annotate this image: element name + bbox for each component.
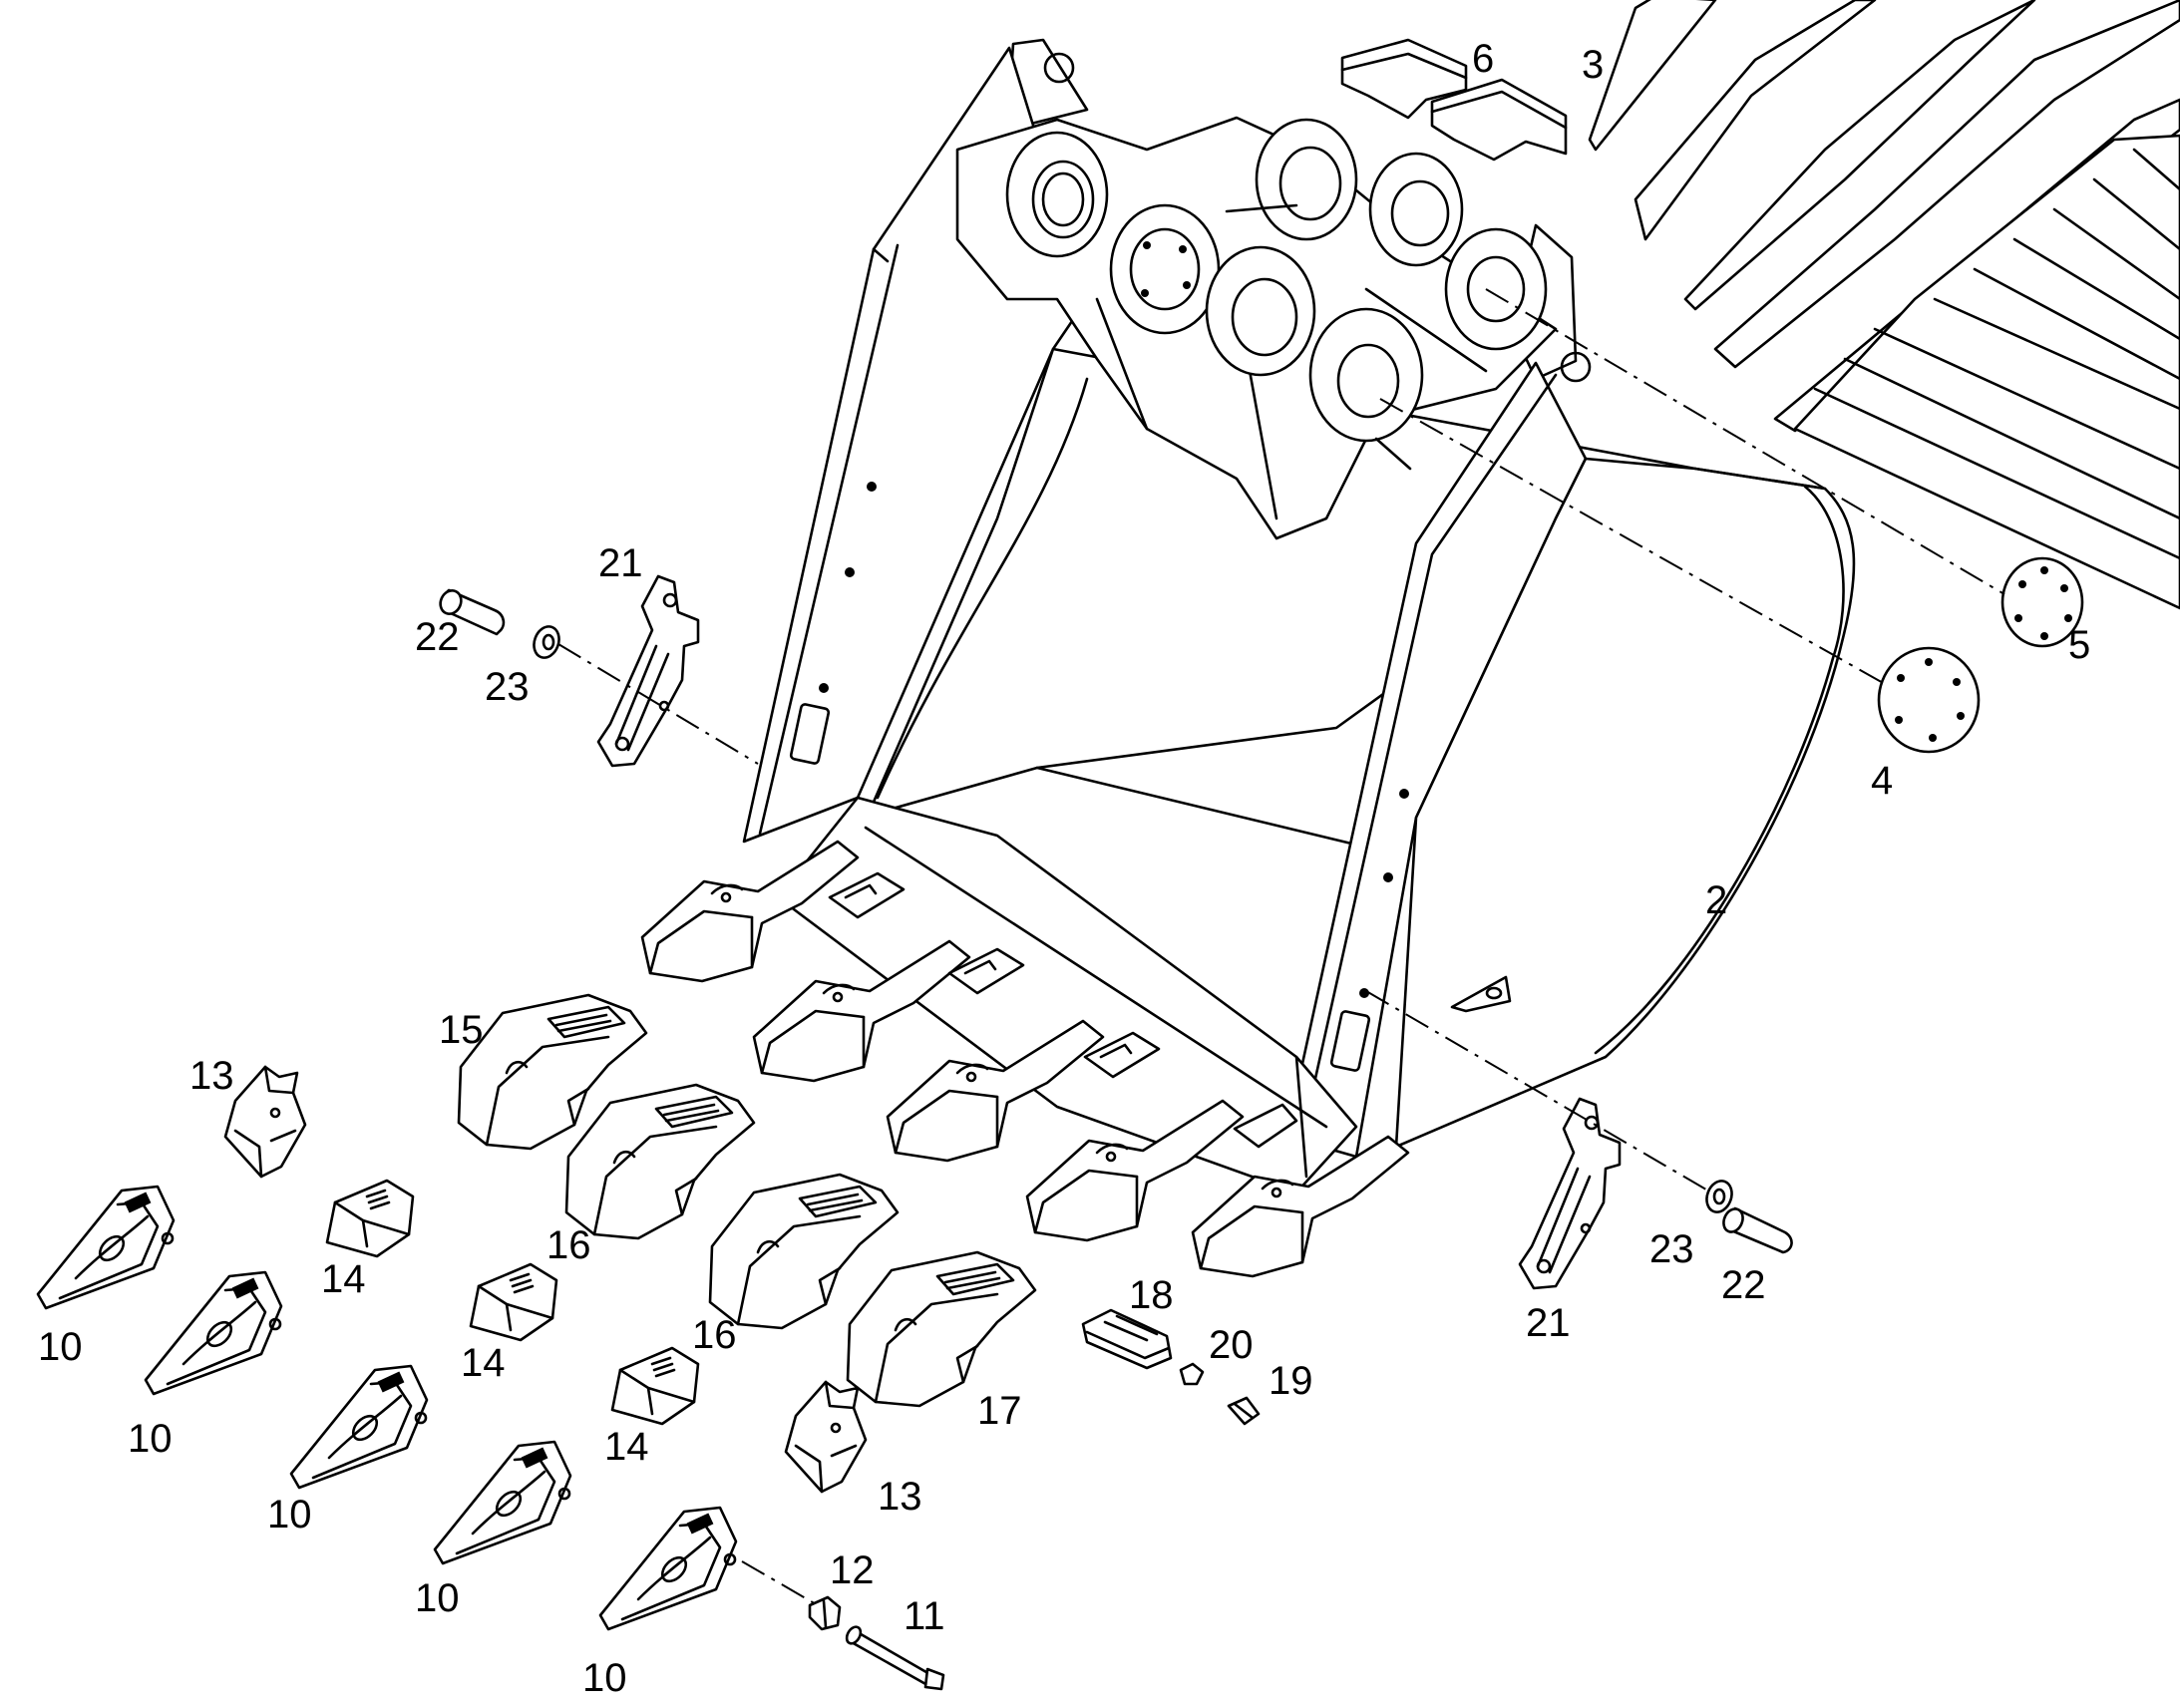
side-plate-21-left (596, 574, 700, 768)
callout-21-a: 21 (598, 541, 643, 585)
callout-14-b: 14 (461, 1341, 506, 1385)
side-plate-21-right (1518, 1097, 1622, 1290)
wear-cap-14a (325, 1179, 415, 1258)
callout-10-b: 10 (128, 1417, 173, 1461)
lip-shroud-17 (846, 1250, 1037, 1408)
hinge-boss-far-right (1444, 227, 1548, 351)
callout-6: 6 (1472, 37, 1494, 81)
hinge-boss-center-lower (1205, 245, 1316, 377)
callout-13-b: 13 (878, 1475, 922, 1519)
callout-17: 17 (977, 1389, 1022, 1433)
callout-22-b: 22 (1721, 1263, 1766, 1307)
axis-line-cap-4 (1379, 398, 1886, 685)
axis-line-tooth-pin (741, 1560, 819, 1606)
wear-cap-14c (610, 1346, 700, 1426)
callout-21-b: 21 (1526, 1301, 1571, 1345)
bolt-19 (1227, 1396, 1261, 1426)
callout-14-a: 14 (321, 1257, 366, 1301)
callout-23-b: 23 (1649, 1227, 1694, 1271)
tooth-10d (433, 1440, 572, 1565)
cover-plate-6 (1340, 38, 1568, 162)
wear-plates (1588, 0, 2180, 610)
clip-13-upper (223, 1065, 307, 1179)
pin-22-right (1722, 1206, 1793, 1254)
clip-13-lower (784, 1380, 868, 1494)
hinge-boss-left-outer (1005, 131, 1109, 258)
wear-cap-14b (469, 1262, 558, 1342)
axis-line-pin-left (557, 643, 759, 765)
callout-13-a: 13 (189, 1054, 234, 1098)
callout-10-d: 10 (415, 1576, 460, 1620)
callout-16-a: 16 (546, 1223, 591, 1267)
tooth-10e (598, 1506, 738, 1631)
callout-3: 3 (1582, 43, 1604, 87)
hinge-boss-right-upper (1368, 152, 1464, 267)
pin-22-left (439, 588, 506, 636)
end-cap-4 (1877, 646, 1981, 754)
callout-11: 11 (904, 1594, 945, 1638)
callout-5: 5 (2068, 623, 2090, 667)
callout-19: 19 (1269, 1359, 1313, 1403)
tooth-10a (36, 1185, 176, 1310)
callout-18: 18 (1129, 1273, 1174, 1317)
callout-22-a: 22 (415, 615, 460, 659)
washer-20 (1179, 1362, 1205, 1386)
washer-23-right (1705, 1180, 1733, 1213)
callout-23-a: 23 (485, 665, 530, 709)
callout-16-b: 16 (692, 1313, 737, 1357)
hinge-boss-right-lower (1308, 307, 1424, 443)
axis-line-cap-5 (1485, 288, 2005, 595)
callout-14-c: 14 (604, 1425, 649, 1469)
tooth-10b (144, 1270, 283, 1396)
callout-4: 4 (1871, 759, 1893, 803)
callout-2: 2 (1705, 878, 1727, 922)
axis-line-pin-right (1365, 990, 1712, 1194)
pin-11 (845, 1625, 945, 1691)
lock-12 (808, 1595, 842, 1631)
retainer-18 (1081, 1308, 1173, 1370)
callout-10-a: 10 (38, 1325, 83, 1369)
end-cap-5 (2000, 556, 2084, 648)
tooth-10c (289, 1364, 429, 1490)
bucket-body (742, 38, 1856, 1195)
lip-retainer-blocks (828, 871, 1298, 1149)
hinge-boss-center-upper (1255, 118, 1358, 241)
callout-15: 15 (439, 1008, 484, 1052)
callout-12: 12 (830, 1548, 875, 1592)
callout-10-e: 10 (582, 1656, 627, 1700)
hinge-boss-left-inner (1109, 203, 1221, 335)
lip-shroud-16a (564, 1083, 756, 1240)
washer-23-left (533, 625, 560, 659)
callout-20: 20 (1209, 1323, 1254, 1367)
callout-10-c: 10 (267, 1493, 312, 1537)
